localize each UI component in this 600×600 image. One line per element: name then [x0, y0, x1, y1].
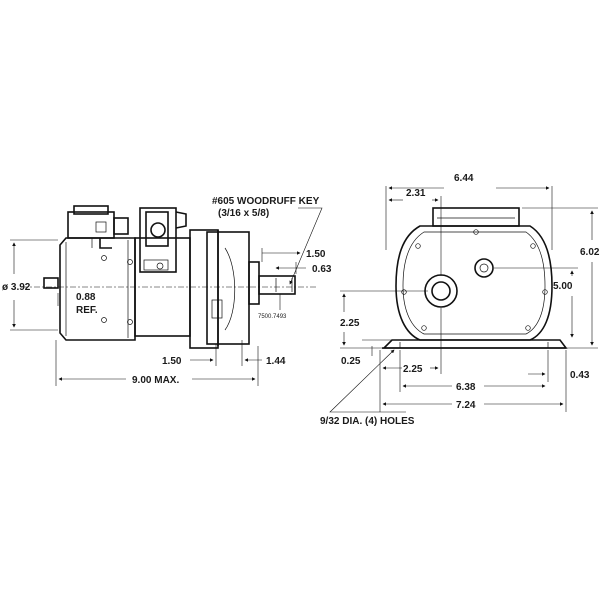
dim-3-92: ø 3.92 [2, 282, 31, 293]
ref-label: REF. [76, 305, 98, 316]
dim-1-50-top: 1.50 [306, 249, 326, 260]
holes-label: 9/32 DIA. (4) HOLES [320, 416, 415, 427]
dim-6-44: 6.44 [454, 173, 474, 184]
dim-2-31: 2.31 [406, 188, 426, 199]
woodruff-key-label: #605 WOODRUFF KEY [212, 196, 320, 207]
dim-0-25: 0.25 [341, 356, 361, 367]
dim-1-50-bottom: 1.50 [162, 356, 182, 367]
housing-bolts [401, 229, 548, 331]
side-view: ø 3.92 0.88 REF. #605 WOODRUFF KEY (3/16… [2, 196, 332, 386]
dim-6-38: 6.38 [456, 382, 476, 393]
gearbox [189, 229, 260, 349]
output-shaft [258, 275, 296, 295]
dim-2-25-vertical: 2.25 [340, 318, 360, 329]
motor-body [59, 237, 136, 341]
terminal-box [139, 207, 187, 273]
rear-shaft [43, 277, 59, 289]
dim-5-00: 5.00 [553, 281, 573, 292]
dim-9-00-max: 9.00 MAX. [132, 375, 179, 386]
dim-7-24: 7.24 [456, 400, 476, 411]
output-shaft-end [424, 274, 458, 308]
dim-2-25-horizontal: 2.25 [403, 364, 423, 375]
base-feet [382, 339, 568, 349]
front-view: 6.44 2.31 5.00 6.02 2.25 0.25 2.25 [320, 173, 600, 427]
dim-1-44: 1.44 [266, 356, 286, 367]
shaft-dia-code: 7500.7493 [258, 314, 287, 320]
dim-0-43: 0.43 [570, 370, 590, 381]
dim-6-02: 6.02 [580, 247, 600, 258]
dim-0-88: 0.88 [76, 292, 96, 303]
dim-0-63: 0.63 [312, 264, 332, 275]
top-box [432, 207, 520, 227]
connector-box [67, 205, 129, 249]
housing-outline [395, 225, 553, 341]
key-size-label: (3/16 x 5/8) [218, 208, 269, 219]
